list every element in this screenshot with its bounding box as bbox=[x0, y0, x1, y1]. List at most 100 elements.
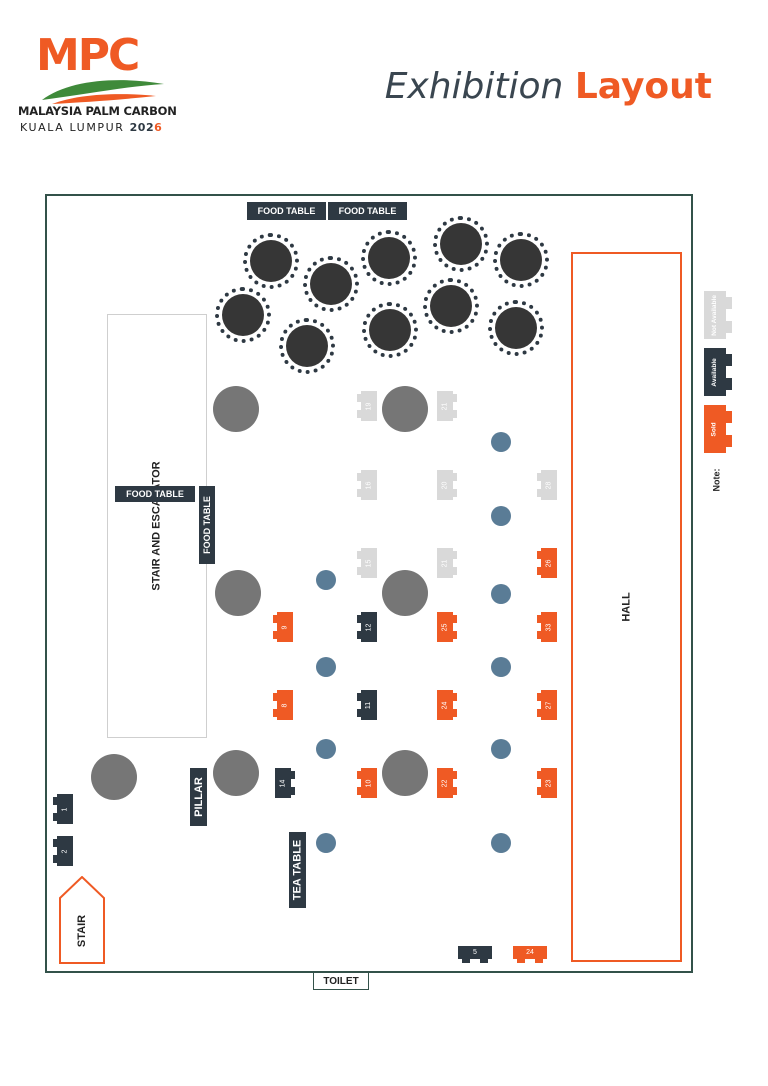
pillar bbox=[382, 570, 428, 616]
stair-escalator-label: STAIR AND ESCALATOR bbox=[151, 461, 163, 591]
round-table bbox=[243, 233, 299, 289]
booth-20[interactable]: 20 bbox=[437, 470, 457, 500]
food-table-vertical: FOOD TABLE bbox=[199, 486, 215, 564]
legend-sold: Sold bbox=[704, 405, 732, 453]
legend-note: Note: bbox=[706, 460, 726, 500]
booth-10[interactable]: 10 bbox=[357, 768, 377, 798]
booth-22[interactable]: 24 bbox=[437, 690, 457, 720]
booth-12[interactable]: 12 bbox=[357, 612, 377, 642]
pillar-label-text: PILLAR bbox=[192, 777, 205, 817]
booth-21-na[interactable]: 21 bbox=[437, 391, 457, 421]
booth-13[interactable]: 15 bbox=[357, 548, 377, 578]
booth-24[interactable]: 2524 bbox=[513, 946, 547, 963]
title-exhibition: Exhibition bbox=[384, 66, 564, 107]
booth-1[interactable]: 1 bbox=[53, 794, 73, 824]
pillar-label: PILLAR bbox=[190, 768, 207, 826]
booth-label: 2 bbox=[61, 849, 69, 853]
mpc-logo: MPC MALAYSIA PALM CARBON KUALA LUMPUR 20… bbox=[18, 22, 177, 140]
legend-not-available: Not Available bbox=[704, 291, 732, 339]
booth-label: 11 bbox=[365, 701, 373, 709]
stair-label-box: STAIR bbox=[59, 898, 105, 964]
page-title: Exhibition Layout bbox=[385, 66, 712, 107]
booth-26[interactable]: 27 bbox=[537, 690, 557, 720]
booth-label: 27 bbox=[545, 701, 553, 709]
hall-label: HALL bbox=[620, 592, 633, 622]
booth-2[interactable]: 2 bbox=[53, 836, 73, 866]
pillar bbox=[215, 570, 261, 616]
booth-23[interactable]: 25 bbox=[437, 612, 457, 642]
food-table-vertical-label: FOOD TABLE bbox=[202, 496, 213, 554]
round-table bbox=[361, 230, 417, 286]
tea-table bbox=[491, 739, 511, 759]
legend-sold-label: Sold bbox=[710, 421, 718, 437]
booth-label: 10 bbox=[365, 779, 373, 787]
pillar bbox=[213, 386, 259, 432]
tea-table bbox=[316, 657, 336, 677]
stair-label: STAIR bbox=[76, 914, 88, 948]
tea-table bbox=[491, 432, 511, 452]
booth-14[interactable]: 16 bbox=[357, 470, 377, 500]
booth-label: 15 bbox=[365, 559, 373, 567]
round-table bbox=[303, 256, 359, 312]
booth-label: 16 bbox=[365, 481, 373, 489]
food-table-left: FOOD TABLE bbox=[115, 486, 195, 502]
round-table bbox=[279, 318, 335, 374]
tea-table-label-text: TEA TABLE bbox=[291, 839, 304, 901]
tea-table bbox=[316, 833, 336, 853]
logo-city: KUALA LUMPUR 2026 bbox=[20, 121, 162, 134]
booth-19[interactable]: 21 bbox=[437, 548, 457, 578]
logo-year-mid: 2 bbox=[145, 121, 155, 134]
booth-label: 26 bbox=[545, 559, 553, 567]
booth-5[interactable]: 5 bbox=[458, 946, 492, 963]
booth-label: 23 bbox=[545, 779, 553, 787]
booth-label: 24 bbox=[526, 949, 534, 956]
legend-available-label: Available bbox=[710, 357, 718, 387]
logo-year-prefix: 20 bbox=[129, 121, 146, 134]
round-table bbox=[215, 287, 271, 343]
logo-mark: MPC bbox=[36, 30, 140, 81]
tea-table-label: TEA TABLE bbox=[289, 832, 306, 908]
hall-area: HALL bbox=[571, 252, 682, 962]
pillar bbox=[91, 754, 137, 800]
round-table bbox=[362, 302, 418, 358]
booth-11[interactable]: 11 bbox=[357, 690, 377, 720]
tea-table bbox=[491, 833, 511, 853]
booth-label: 8 bbox=[281, 703, 289, 707]
booth-16[interactable]: 14 bbox=[275, 768, 295, 798]
booth-9[interactable]: 9 bbox=[273, 612, 293, 642]
round-table bbox=[433, 216, 489, 272]
food-table-top-2: FOOD TABLE bbox=[328, 202, 407, 220]
round-table bbox=[488, 300, 544, 356]
pillar bbox=[382, 386, 428, 432]
logo-year-suffix: 6 bbox=[154, 121, 163, 134]
booth-15[interactable]: 19 bbox=[357, 391, 377, 421]
legend-not-available-label: Not Available bbox=[710, 294, 718, 336]
pillar bbox=[213, 750, 259, 796]
booth-label: 21 bbox=[441, 402, 449, 410]
legend-note-label: Note: bbox=[711, 468, 721, 492]
tea-table bbox=[316, 739, 336, 759]
title-layout: Layout bbox=[574, 66, 712, 107]
tea-table bbox=[491, 584, 511, 604]
floor-plan: FOOD TABLE FOOD TABLE STAIR AND ESCALATO… bbox=[45, 194, 693, 973]
booth-21-sold[interactable]: 22 bbox=[437, 768, 457, 798]
toilet: TOILET bbox=[313, 972, 369, 990]
booth-25[interactable]: 26 bbox=[537, 548, 557, 578]
booth-label: 25 bbox=[441, 623, 449, 631]
booth-label: 28 bbox=[545, 481, 553, 489]
booth-label: 12 bbox=[365, 623, 373, 631]
booth-label: 14 bbox=[279, 779, 287, 787]
booth-33[interactable]: 33 bbox=[537, 612, 557, 642]
booth-27[interactable]: 23 bbox=[537, 768, 557, 798]
booth-label: 1 bbox=[61, 807, 69, 811]
booth-28[interactable]: 28 bbox=[537, 470, 557, 500]
booth-8[interactable]: 8 bbox=[273, 690, 293, 720]
round-table bbox=[423, 278, 479, 334]
booth-label: 21 bbox=[441, 559, 449, 567]
tea-table bbox=[491, 506, 511, 526]
booth-label: 5 bbox=[473, 949, 477, 956]
tea-table bbox=[491, 657, 511, 677]
logo-name: MALAYSIA PALM CARBON bbox=[18, 104, 177, 118]
booth-label: 24 bbox=[441, 701, 449, 709]
stair-outline bbox=[59, 876, 105, 964]
